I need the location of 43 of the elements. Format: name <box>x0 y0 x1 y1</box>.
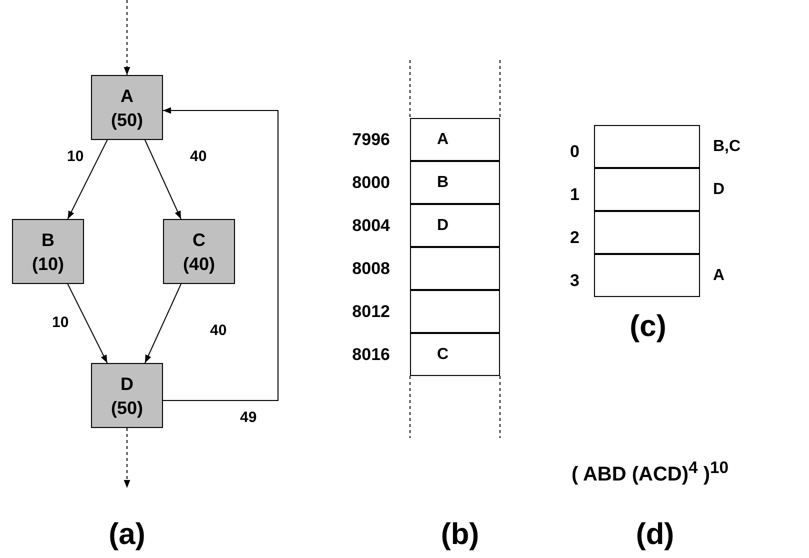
process-box <box>12 219 84 284</box>
address-label: 8008 <box>352 260 390 278</box>
address-label: 8004 <box>352 216 390 234</box>
index-label: 1 <box>570 186 580 204</box>
memory-cell <box>410 247 500 290</box>
address-label: 8000 <box>352 174 390 192</box>
content-label: A <box>713 266 725 284</box>
arrow <box>144 140 182 220</box>
address-label: 8016 <box>352 346 390 364</box>
address-label: 8012 <box>352 302 390 320</box>
content-label: D <box>713 180 725 198</box>
node-label: D (50) <box>110 372 144 420</box>
memory-cell <box>410 118 500 161</box>
process-box <box>163 219 235 284</box>
formula-text: ( ABD (ACD)$^{4}$ )$^{10}$ <box>571 458 729 487</box>
node-label: D <box>437 216 449 234</box>
panel-caption: (c) <box>630 310 666 344</box>
dashed-arrow <box>124 428 130 488</box>
panel-caption: (b) <box>440 518 480 552</box>
node-label: A (50) <box>110 84 144 132</box>
dashed-arrow <box>124 0 130 76</box>
index-label: 0 <box>570 142 580 160</box>
content-label: B,C <box>713 138 741 156</box>
memory-cell <box>410 290 500 333</box>
panel-caption: (a) <box>108 518 146 552</box>
arrow <box>162 107 278 401</box>
arrow <box>67 284 108 364</box>
memory-cell <box>410 204 500 247</box>
address-label: 7996 <box>352 130 390 148</box>
node-label: B (10) <box>30 228 65 276</box>
node-label: A <box>437 130 449 148</box>
process-box <box>91 75 163 140</box>
node-label: C (40) <box>182 228 216 276</box>
memory-cell <box>410 161 500 204</box>
panel-caption: (d) <box>636 518 674 552</box>
node-label: B <box>437 174 449 192</box>
node-label: C <box>437 346 449 364</box>
process-box <box>91 363 163 428</box>
index-label: 2 <box>570 228 580 246</box>
memory-cell <box>410 333 500 376</box>
index-label: 3 <box>570 272 580 290</box>
arrow <box>67 140 108 220</box>
arrow <box>144 284 182 364</box>
